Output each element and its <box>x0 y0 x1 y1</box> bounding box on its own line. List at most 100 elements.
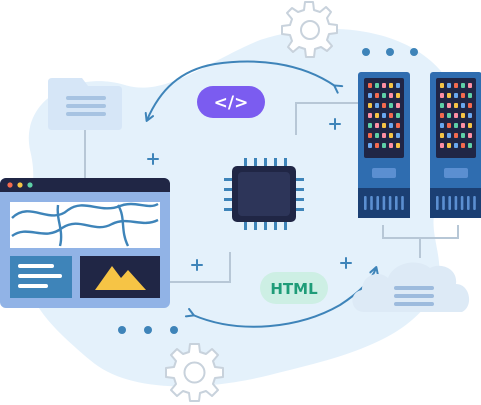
server-led <box>375 123 379 128</box>
html-badge: HTML <box>260 272 328 304</box>
chip-pin <box>274 158 277 168</box>
chip-pin <box>264 158 267 168</box>
gear-icon-bottom <box>165 343 224 402</box>
window-dot-yellow <box>17 182 23 188</box>
window-dot-green <box>27 182 33 188</box>
server-led <box>375 93 379 98</box>
server-led <box>382 133 386 138</box>
chip-pin <box>294 198 304 201</box>
server-led <box>461 113 465 118</box>
server-led <box>396 113 400 118</box>
server-led <box>454 103 458 108</box>
server-led <box>368 83 372 88</box>
server-led <box>461 123 465 128</box>
server-led <box>396 103 400 108</box>
server-led <box>461 133 465 138</box>
server-led <box>440 103 444 108</box>
server-vent <box>454 196 458 210</box>
server-led <box>375 83 379 88</box>
server-led <box>389 103 393 108</box>
server-led <box>454 83 458 88</box>
server-led <box>440 133 444 138</box>
server-led <box>454 123 458 128</box>
image-placeholder-icon <box>80 256 160 298</box>
chip-pin <box>224 178 234 181</box>
html-badge-label: HTML <box>270 280 318 298</box>
chip-pin <box>254 158 257 168</box>
server-led <box>468 83 472 88</box>
server-vent <box>382 196 386 210</box>
server-led <box>396 123 400 128</box>
chip-pin <box>224 208 234 211</box>
server-rack-right <box>430 72 481 218</box>
server-led <box>396 93 400 98</box>
server-led <box>468 93 472 98</box>
server-led <box>396 143 400 148</box>
chip-pin <box>244 220 247 230</box>
server-vent <box>473 196 476 210</box>
server-led <box>461 103 465 108</box>
code-badge-label: </> <box>214 93 249 113</box>
server-led <box>389 93 393 98</box>
server-led <box>461 93 465 98</box>
server-led <box>375 143 379 148</box>
server-led <box>389 83 393 88</box>
server-led <box>461 143 465 148</box>
server-vent <box>395 196 398 210</box>
server-led <box>440 143 444 148</box>
chip-pin <box>254 220 257 230</box>
cloud-icon <box>352 262 470 312</box>
server-led <box>454 143 458 148</box>
server-led <box>447 83 451 88</box>
arrow-top <box>144 60 344 122</box>
server-led <box>368 93 372 98</box>
browser-window <box>0 178 170 308</box>
server-led <box>468 123 472 128</box>
chip-pin <box>284 158 287 168</box>
server-vent <box>436 196 439 210</box>
server-led <box>468 113 472 118</box>
chip-pin <box>264 220 267 230</box>
server-led <box>382 143 386 148</box>
chip-pin <box>274 220 277 230</box>
server-vent <box>467 196 470 210</box>
server-vent <box>376 196 379 210</box>
server-led <box>375 103 379 108</box>
server-vent <box>370 196 373 210</box>
chip-pin <box>284 220 287 230</box>
server-vent <box>460 196 464 210</box>
server-led <box>447 93 451 98</box>
folder-icon <box>48 78 122 130</box>
server-led <box>454 113 458 118</box>
server-led <box>454 93 458 98</box>
server-led <box>447 133 451 138</box>
dots-bottom-left <box>118 326 178 334</box>
server-led <box>382 103 386 108</box>
server-led <box>389 143 393 148</box>
server-led <box>368 113 372 118</box>
server-led <box>440 83 444 88</box>
server-led <box>461 83 465 88</box>
server-vent <box>364 196 367 210</box>
server-led <box>468 143 472 148</box>
server-led <box>440 93 444 98</box>
chip-pin <box>224 188 234 191</box>
code-badge: </> <box>197 86 265 118</box>
server-led <box>382 123 386 128</box>
server-led <box>468 133 472 138</box>
server-led <box>440 123 444 128</box>
server-led <box>396 133 400 138</box>
server-drive-bar <box>372 168 396 178</box>
cpu-chip-icon <box>224 158 304 230</box>
server-led <box>382 113 386 118</box>
server-led <box>368 123 372 128</box>
chip-pin <box>294 188 304 191</box>
server-led <box>368 133 372 138</box>
server-led <box>382 93 386 98</box>
server-led <box>447 123 451 128</box>
server-led <box>454 133 458 138</box>
chip-pin <box>224 198 234 201</box>
server-drive-bar <box>444 168 468 178</box>
server-led <box>389 113 393 118</box>
